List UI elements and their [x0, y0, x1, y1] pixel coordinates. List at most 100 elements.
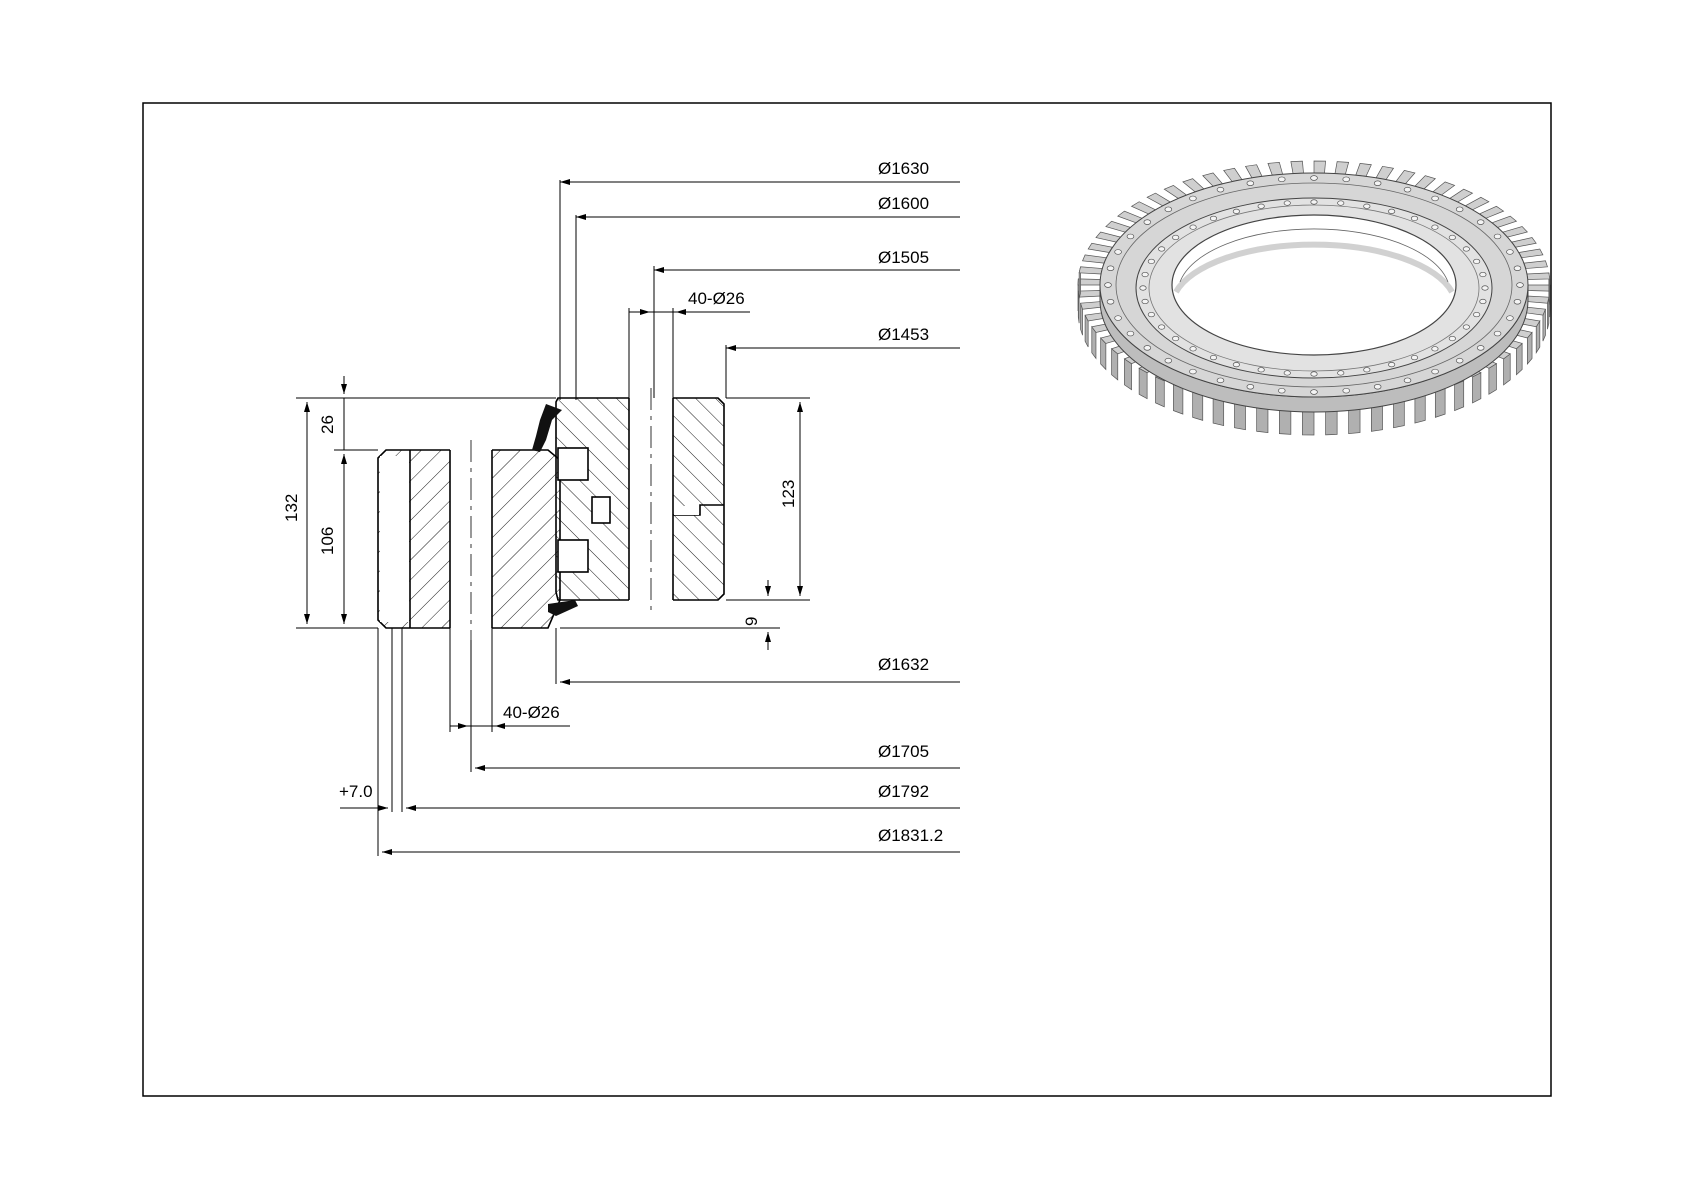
- bolt-hole: [1506, 249, 1514, 255]
- bolt-hole: [1431, 346, 1439, 352]
- roller-mid: [591, 496, 611, 524]
- gear-tooth-side: [1454, 380, 1465, 412]
- bolt-hole: [1310, 199, 1318, 205]
- gear-tooth: [1511, 237, 1537, 248]
- dim-d1792: Ø1792: [878, 782, 929, 801]
- gear-tooth: [1525, 295, 1550, 304]
- gear-tooth: [1095, 231, 1122, 243]
- gear-tooth: [1267, 161, 1284, 176]
- gear-tooth: [1082, 254, 1107, 264]
- bolt-hole: [1479, 298, 1487, 305]
- bolt-hole: [1164, 357, 1173, 364]
- inner-bore: [1171, 214, 1457, 356]
- gear-tooth-side: [1472, 372, 1482, 404]
- bolt-hole: [1363, 367, 1371, 373]
- gear-tooth: [1223, 167, 1243, 182]
- bolt-hole: [1278, 387, 1286, 394]
- gear-tooth: [1077, 290, 1102, 298]
- gear-tooth: [1077, 278, 1101, 286]
- bolt-hole: [1403, 186, 1412, 193]
- dim-d1600: Ø1600: [878, 194, 929, 213]
- bolt-hole: [1410, 354, 1419, 361]
- bolt-hole: [1473, 311, 1481, 318]
- bolt-hole: [1189, 195, 1197, 202]
- dim-d1453: Ø1453: [878, 325, 929, 344]
- bolt-hole: [1403, 377, 1412, 384]
- bolt-hole: [1126, 233, 1135, 240]
- bolt-hole: [1216, 186, 1225, 193]
- dim-tolerance: +7.0: [339, 782, 373, 801]
- bolt-hole: [1141, 298, 1149, 305]
- bolt-hole: [1462, 324, 1470, 330]
- dim-h26: 26: [318, 415, 337, 434]
- dim-d1630: Ø1630: [878, 159, 929, 178]
- bolt-hole: [1189, 346, 1197, 352]
- bolt-hole: [1114, 249, 1122, 255]
- bolt-hole: [1493, 330, 1502, 337]
- bolt-hole: [1158, 246, 1166, 252]
- bolt-hole: [1410, 215, 1419, 222]
- bolt-hole: [1493, 233, 1502, 240]
- bolt-hole: [1106, 299, 1115, 305]
- gear-tooth-side: [1488, 363, 1497, 395]
- bolt-hole: [1337, 370, 1345, 376]
- bolt-hole: [1257, 367, 1265, 373]
- gear-tooth: [1527, 284, 1551, 292]
- bolt-hole: [1476, 219, 1485, 225]
- bolt-hole: [1232, 362, 1240, 368]
- roller-top: [557, 447, 589, 481]
- dim-d1505: Ø1505: [878, 248, 929, 267]
- outer-bolt-holes: [1104, 175, 1524, 395]
- seal-top: [532, 404, 562, 452]
- bolt-hole: [1209, 215, 1218, 222]
- bolt-hole: [1373, 180, 1382, 186]
- inner-bolt-holes: [1139, 199, 1489, 377]
- bolt-hole: [1209, 354, 1218, 361]
- bolt-hole: [1513, 299, 1522, 305]
- bolt-hole: [1448, 234, 1456, 241]
- dim-h123: 123: [779, 480, 798, 508]
- bolt-hole: [1462, 246, 1470, 252]
- seal-bottom: [548, 600, 578, 616]
- bolt-hole: [1310, 175, 1318, 181]
- bolt-hole: [1189, 368, 1197, 375]
- gear-tooth: [1244, 164, 1263, 179]
- bolt-hole: [1106, 265, 1115, 271]
- gear-tooth: [1355, 163, 1372, 177]
- bolt-hole: [1147, 258, 1155, 265]
- bolt-hole: [1232, 208, 1240, 214]
- gear-tooth-side: [1124, 358, 1132, 391]
- bolt-hole: [1516, 282, 1524, 288]
- bolt-hole: [1310, 389, 1318, 395]
- bolt-hole: [1114, 315, 1122, 321]
- bolt-hole: [1172, 234, 1180, 241]
- bolt-hole: [1147, 311, 1155, 318]
- dimension-labels: Ø1630 Ø1600 Ø1505 40-Ø26 Ø1453 26 132 10…: [282, 159, 943, 845]
- gear-tooth-side: [1434, 387, 1446, 418]
- bolt-hole: [1363, 203, 1371, 209]
- bolt-hole: [1158, 324, 1166, 330]
- bolt-hole: [1283, 200, 1291, 206]
- gear-tooth-side: [1155, 376, 1165, 408]
- gear-tooth-side: [1302, 408, 1315, 436]
- bolt-hole: [1337, 200, 1345, 206]
- dim-h9: 9: [742, 617, 761, 626]
- gear-tooth: [1523, 260, 1548, 269]
- gear-tooth: [1313, 160, 1326, 174]
- bolt-hole: [1164, 206, 1173, 213]
- bolt-hole: [1246, 384, 1255, 390]
- bolt-hole: [1431, 368, 1439, 375]
- dim-holes-bottom: 40-Ø26: [503, 703, 560, 722]
- bolt-hole: [1373, 384, 1382, 390]
- slewing-bearing-isometric: [1077, 160, 1551, 436]
- bolt-hole: [1141, 271, 1149, 278]
- bolt-hole: [1476, 345, 1485, 351]
- bolt-hole: [1473, 258, 1481, 265]
- bolt-hole: [1513, 265, 1522, 271]
- gear-tooth: [1375, 165, 1395, 180]
- dim-holes-top: 40-Ø26: [688, 289, 745, 308]
- gear-tooth-side: [1173, 384, 1184, 415]
- bolt-hole: [1342, 387, 1350, 394]
- bolt-hole: [1139, 285, 1147, 291]
